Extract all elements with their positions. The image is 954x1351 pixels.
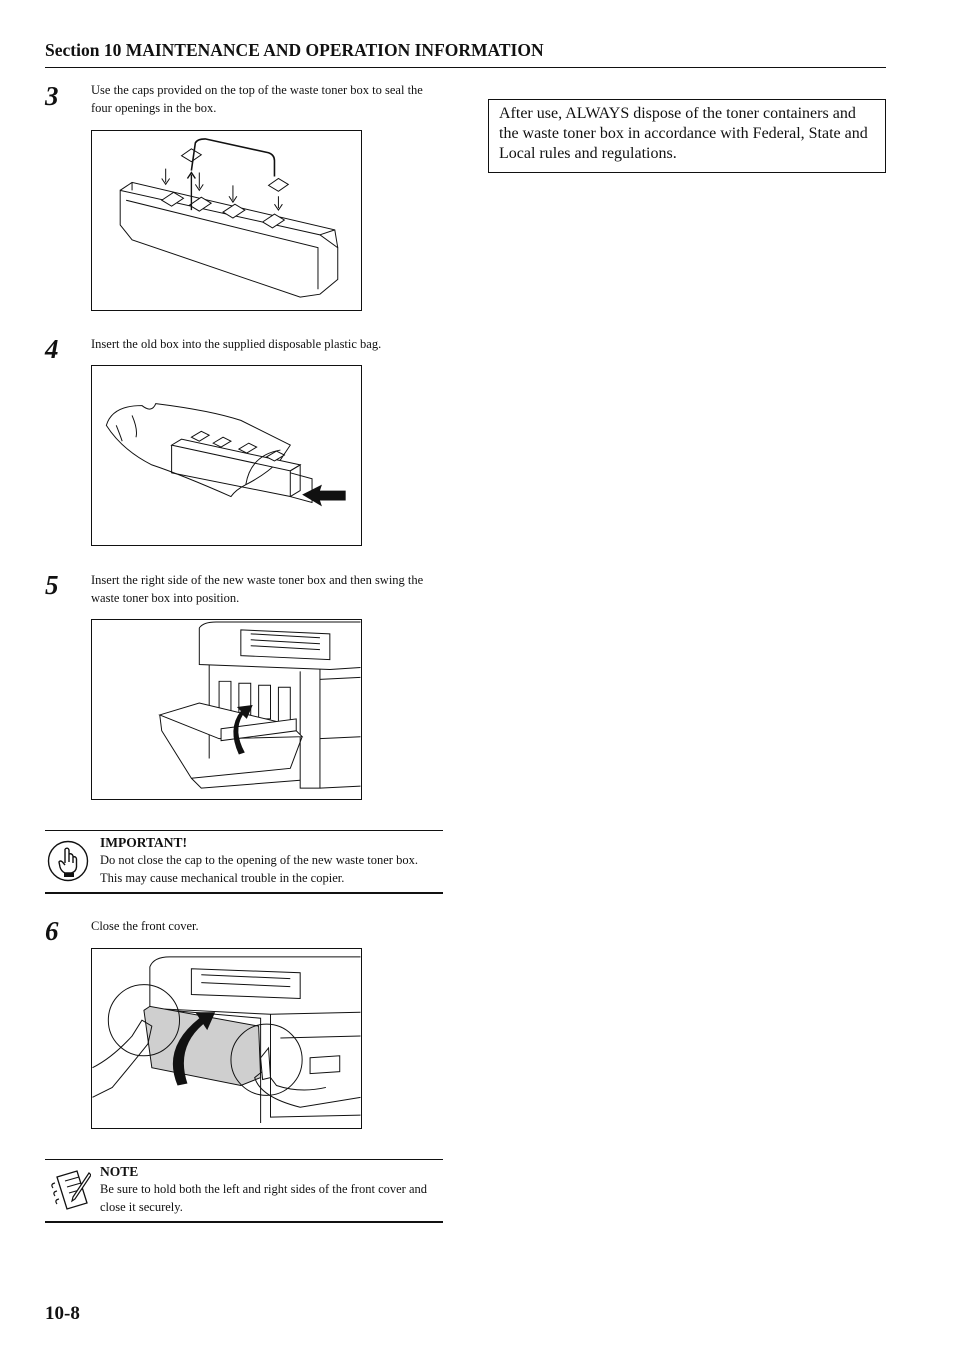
step-text-3: Use the caps provided on the top of the … xyxy=(91,83,423,115)
note-text: Be sure to hold both the left and right … xyxy=(100,1182,428,1214)
step-number-6: 6 xyxy=(45,916,59,946)
note-title: NOTE xyxy=(100,1164,139,1179)
page-number: 10-8 xyxy=(45,1303,80,1324)
header-rule xyxy=(45,67,886,68)
step-text-4: Insert the old box into the supplied dis… xyxy=(91,337,382,351)
figure-insert-new-waste-box xyxy=(91,619,362,800)
step-number-3: 3 xyxy=(45,81,59,111)
disposal-notice-text: After use, ALWAYS dispose of the toner c… xyxy=(499,105,868,162)
plastic-bag-illustration xyxy=(105,403,346,507)
step-number-4: 4 xyxy=(45,334,59,364)
notepad-icon xyxy=(47,1167,92,1215)
step-text-6: Close the front cover. xyxy=(91,919,199,933)
note-callout: NOTE Be sure to hold both the left and r… xyxy=(45,1159,443,1223)
copier-waste-box-install-illustration xyxy=(158,621,361,789)
disposal-notice-box: After use, ALWAYS dispose of the toner c… xyxy=(488,99,886,173)
step-number-5: 5 xyxy=(45,570,59,600)
section-title: Section 10 MAINTENANCE AND OPERATION INF… xyxy=(45,40,544,60)
figure-close-front-cover xyxy=(91,948,362,1129)
important-title: IMPORTANT! xyxy=(100,835,188,850)
figure-box-into-plastic-bag xyxy=(91,365,362,546)
figure-capping-waste-toner-box xyxy=(91,130,362,311)
pointing-hand-icon xyxy=(47,840,89,882)
important-callout: IMPORTANT! Do not close the cap to the o… xyxy=(45,830,443,894)
closing-front-cover-illustration xyxy=(92,956,361,1124)
waste-toner-box-caps-illustration xyxy=(119,138,339,298)
important-text: Do not close the cap to the opening of t… xyxy=(100,853,418,885)
step-text-5: Insert the right side of the new waste t… xyxy=(91,573,424,605)
